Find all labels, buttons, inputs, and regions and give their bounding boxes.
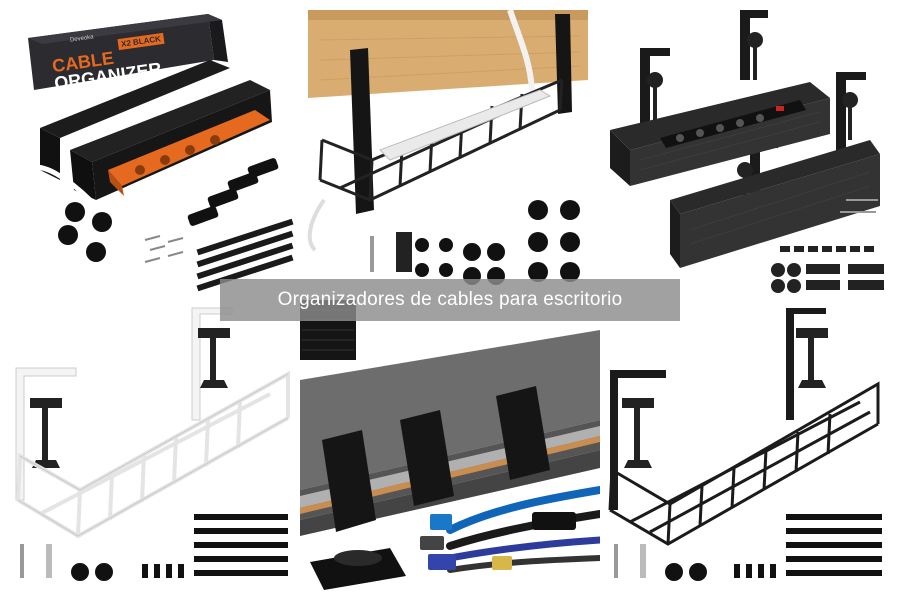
panel-wire-basket-under-desk [300, 0, 600, 300]
tray-closeup-illustration [300, 300, 600, 600]
black-basket-illustration [608, 308, 882, 581]
panel-tray-closeup [300, 300, 600, 600]
caption-banner: Organizadores de cables para escritorio [220, 279, 680, 321]
mesh-trays-illustration [610, 10, 884, 293]
panel-cable-tray-kit: CABLE ORGANIZER X2 BLACK Deveoka [0, 0, 300, 300]
panel-white-wire-basket [0, 300, 300, 600]
wire-basket-desk-illustration [300, 0, 600, 300]
panel-mesh-trays [600, 0, 900, 300]
white-basket-illustration [15, 307, 290, 581]
cable-tray-kit-illustration [28, 14, 294, 292]
caption-text: Organizadores de cables para escritorio [277, 289, 623, 310]
panel-black-wire-basket [600, 300, 900, 600]
